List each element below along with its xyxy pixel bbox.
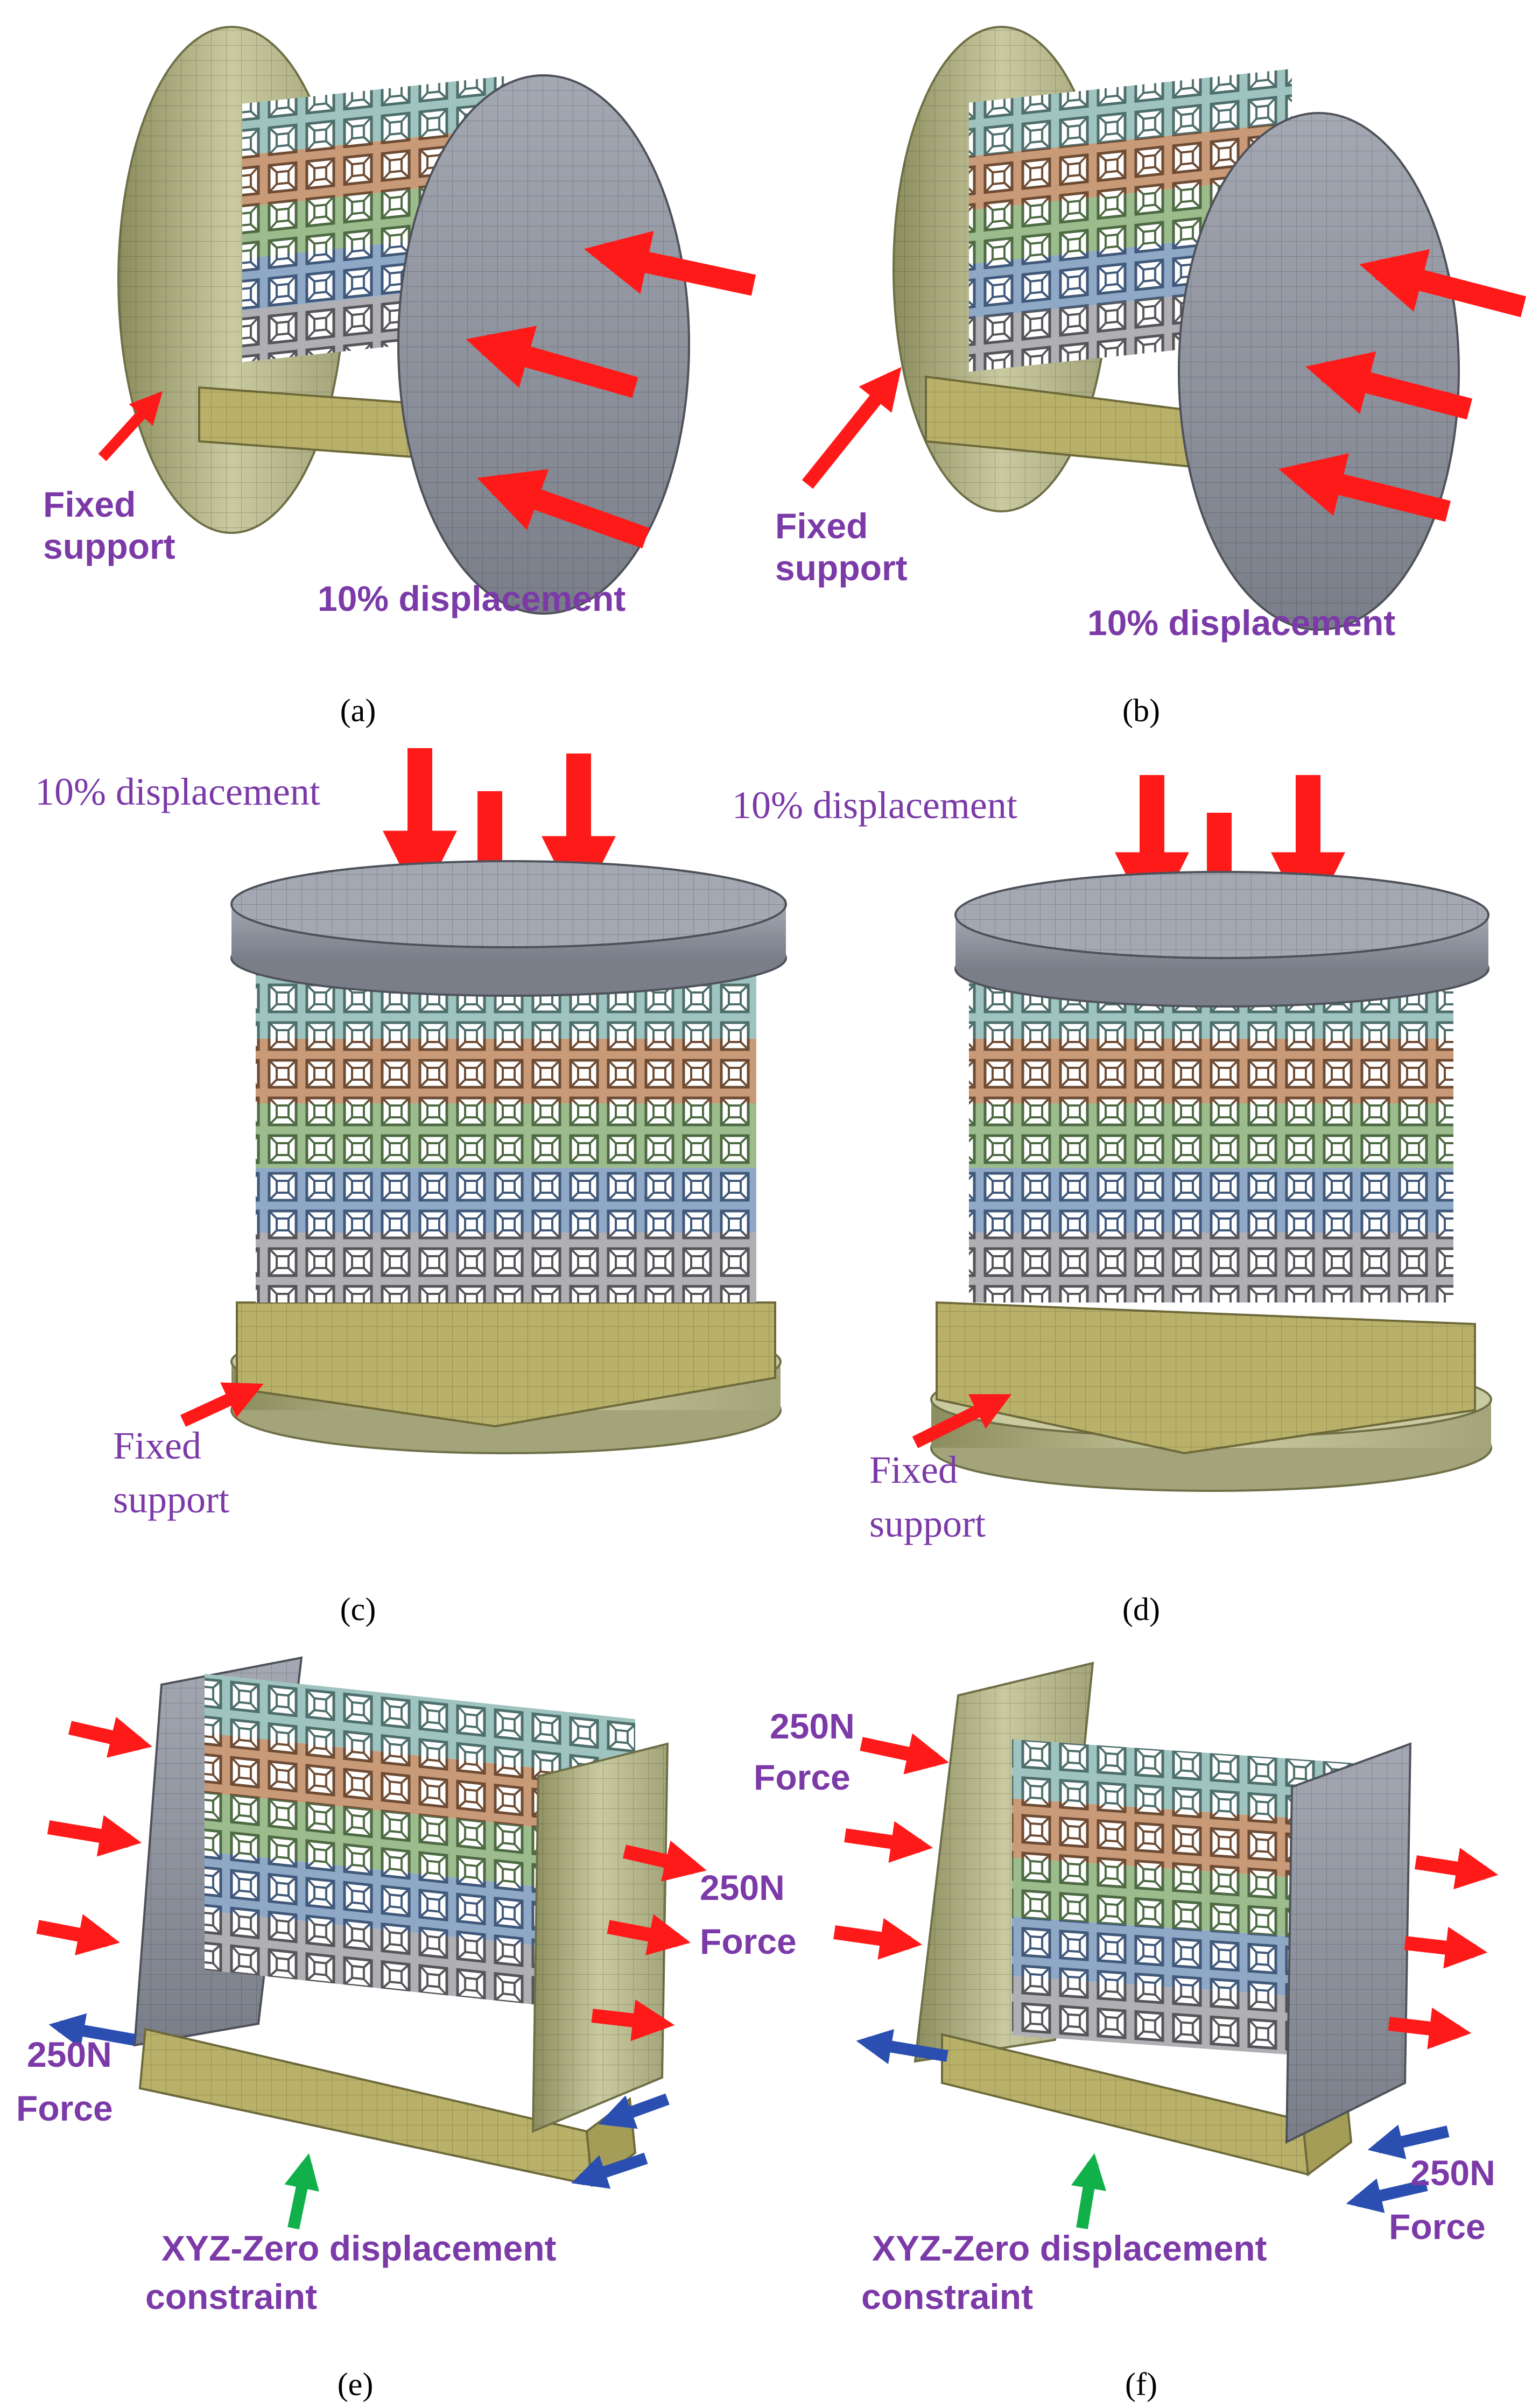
force-label-right: 250N Force — [1389, 2153, 1505, 2247]
constraint-label: XYZ-Zero displacement constraint — [145, 2228, 566, 2317]
displacement-plate — [230, 860, 787, 997]
force-label-left: 250N Force — [754, 1706, 865, 1797]
load-arrows — [466, 230, 756, 548]
push-arrows — [36, 1716, 707, 2041]
right-plate — [1285, 1742, 1412, 2144]
force-label-line-2: Force — [754, 1757, 851, 1797]
panel-b: Fixed support 10% displacement (b) — [775, 26, 1527, 728]
support-label: Fixed support — [113, 1424, 229, 1521]
support-label: Fixed support — [775, 506, 908, 588]
panel-caption: (f) — [1125, 2367, 1157, 2402]
support-label-line-2: support — [775, 548, 908, 588]
reaction-arrows — [856, 2029, 1450, 2213]
panel-e: 250N Force 250N Force XYZ-Zero displacem… — [16, 1656, 797, 2402]
panel-caption: (e) — [338, 2367, 374, 2402]
lattice-block — [205, 1673, 635, 2016]
constraint-label: XYZ-Zero displacement constraint — [861, 2228, 1277, 2317]
base-block — [936, 1301, 1476, 1455]
base-block — [925, 375, 1266, 475]
support-label-line-1: Fixed — [775, 506, 868, 546]
support-arrow — [98, 391, 163, 461]
force-label-line-2: Force — [1389, 2207, 1486, 2247]
constraint-arrow — [284, 2153, 319, 2230]
lattice-block — [256, 974, 756, 1302]
panel-caption: (a) — [340, 693, 376, 728]
panel-c: 10% displacement — [35, 748, 787, 1627]
force-label-line-1: 250N — [1410, 2153, 1495, 2193]
force-label-line-2: Force — [16, 2088, 113, 2128]
constraint-label-line-1: XYZ-Zero displacement — [872, 2228, 1267, 2268]
panel-a: Fixed support 10% displacement (a) — [43, 26, 756, 728]
panel-caption: (c) — [340, 1592, 376, 1627]
constraint-label-line-2: constraint — [861, 2277, 1033, 2317]
force-label-right: 250N Force — [700, 1868, 797, 1961]
support-arrow — [180, 1382, 264, 1427]
support-label-line-1: Fixed — [869, 1448, 958, 1491]
load-arrows — [1278, 249, 1527, 522]
constraint-label-line-2: constraint — [145, 2277, 317, 2317]
panel-f: 250N Force 250N Force XYZ-Zero displacem… — [754, 1661, 1505, 2402]
panel-d: 10% displacement — [732, 775, 1492, 1627]
displacement-plate — [1178, 112, 1460, 631]
displacement-plate — [397, 74, 690, 615]
panel-caption: (d) — [1122, 1592, 1160, 1627]
lattice-block — [969, 974, 1453, 1302]
panel-caption: (b) — [1122, 693, 1160, 728]
force-label-line-1: 250N — [770, 1706, 855, 1746]
constraint-label-line-1: XYZ-Zero displacement — [161, 2228, 557, 2268]
support-label-line-2: support — [43, 526, 175, 566]
load-label: 10% displacement — [318, 579, 626, 618]
support-label-line-1: Fixed — [43, 484, 136, 524]
support-label-line-2: support — [113, 1478, 229, 1521]
support-arrow — [912, 1393, 1012, 1448]
push-arrows — [833, 1733, 1499, 2050]
support-arrow — [802, 367, 902, 489]
support-label-line-2: support — [869, 1502, 986, 1545]
force-label-line-1: 250N — [700, 1868, 785, 1907]
load-label: 10% displacement — [1087, 603, 1395, 643]
load-label: 10% displacement — [35, 770, 320, 813]
load-label: 10% displacement — [732, 784, 1017, 827]
force-label-line-1: 250N — [27, 2034, 112, 2074]
constraint-arrow — [1071, 2153, 1106, 2229]
displacement-plate — [954, 871, 1489, 1008]
support-label-line-1: Fixed — [113, 1424, 201, 1467]
base-block — [236, 1301, 776, 1428]
force-label-line-2: Force — [700, 1921, 797, 1961]
reaction-arrows — [48, 2013, 670, 2189]
support-label: Fixed support — [869, 1448, 986, 1545]
support-label: Fixed support — [43, 484, 175, 566]
force-label-left: 250N Force — [16, 2034, 122, 2128]
